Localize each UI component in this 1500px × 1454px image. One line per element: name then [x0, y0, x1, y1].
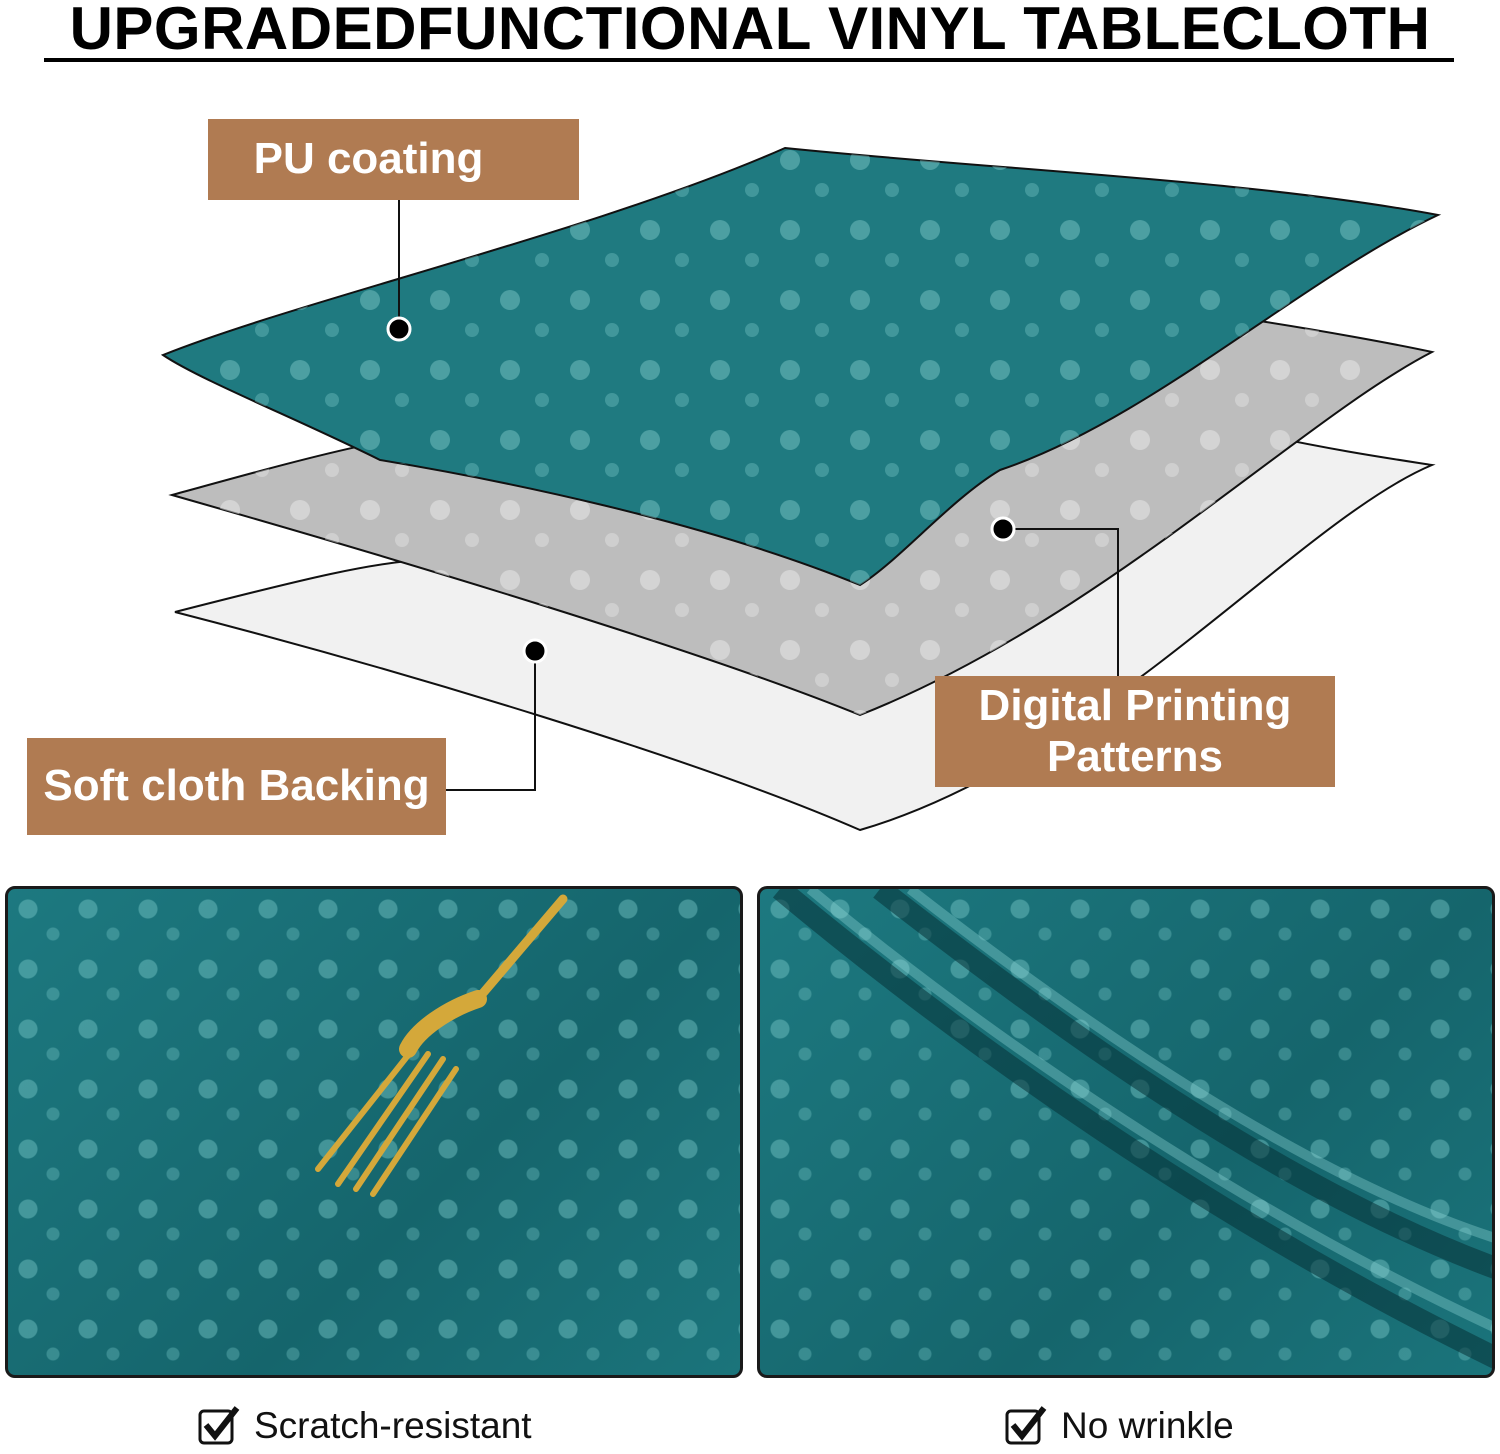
scratch-resistant-photo	[5, 886, 743, 1378]
feature-no-wrinkle: No wrinkle	[1005, 1405, 1234, 1447]
checkbox-checked-icon	[1005, 1406, 1047, 1445]
page-title: UPGRADEDFUNCTIONAL VINYL TABLECLOTH	[69, 0, 1431, 62]
title-underline	[44, 58, 1454, 62]
no-wrinkle-photo	[757, 886, 1495, 1378]
pu-coating-label: PU coating	[208, 119, 579, 200]
callout-lines	[398, 200, 1119, 791]
callout-dots	[386, 316, 1016, 664]
fork-icon	[315, 894, 568, 1197]
fabric-folds	[772, 889, 1492, 1369]
soft-backing-label: Soft cloth Backing	[27, 738, 446, 835]
feature-scratch-resistant: Scratch-resistant	[198, 1405, 532, 1447]
digital-printing-label: Digital Printing Patterns	[935, 676, 1335, 787]
layer-diagram	[160, 146, 1442, 832]
checkbox-checked-icon	[198, 1406, 240, 1445]
